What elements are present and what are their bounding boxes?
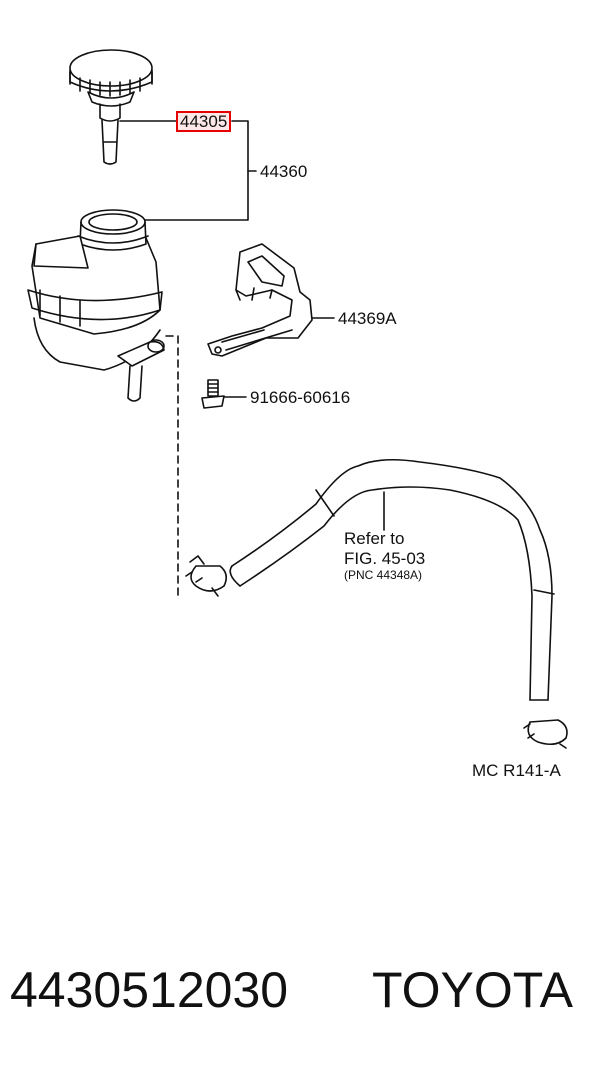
figure-code: MC R141-A bbox=[472, 761, 561, 780]
callout-44305: 44305 bbox=[176, 111, 232, 132]
footer-brand: TOYOTA bbox=[372, 962, 573, 1018]
callout-44369a: 44369A bbox=[338, 309, 397, 328]
reservoir-cap bbox=[69, 49, 153, 165]
refer-pnc: (PNC 44348A) bbox=[344, 568, 423, 582]
bracket bbox=[207, 243, 313, 357]
refer-to-note: Refer to bbox=[344, 529, 405, 548]
leader-44360 bbox=[143, 120, 249, 221]
hose bbox=[229, 458, 555, 701]
footer-part-number: 4430512030 bbox=[10, 962, 289, 1018]
dashed-connection-line bbox=[165, 335, 179, 597]
bolt bbox=[201, 379, 225, 409]
callout-91666-60616: 91666-60616 bbox=[250, 388, 351, 407]
hose-clamp-upper bbox=[185, 555, 228, 597]
hose-clamp-lower bbox=[523, 719, 568, 749]
refer-fig-number: FIG. 45-03 bbox=[344, 549, 426, 568]
reservoir-tank bbox=[27, 209, 165, 402]
callout-44360: 44360 bbox=[260, 162, 308, 181]
